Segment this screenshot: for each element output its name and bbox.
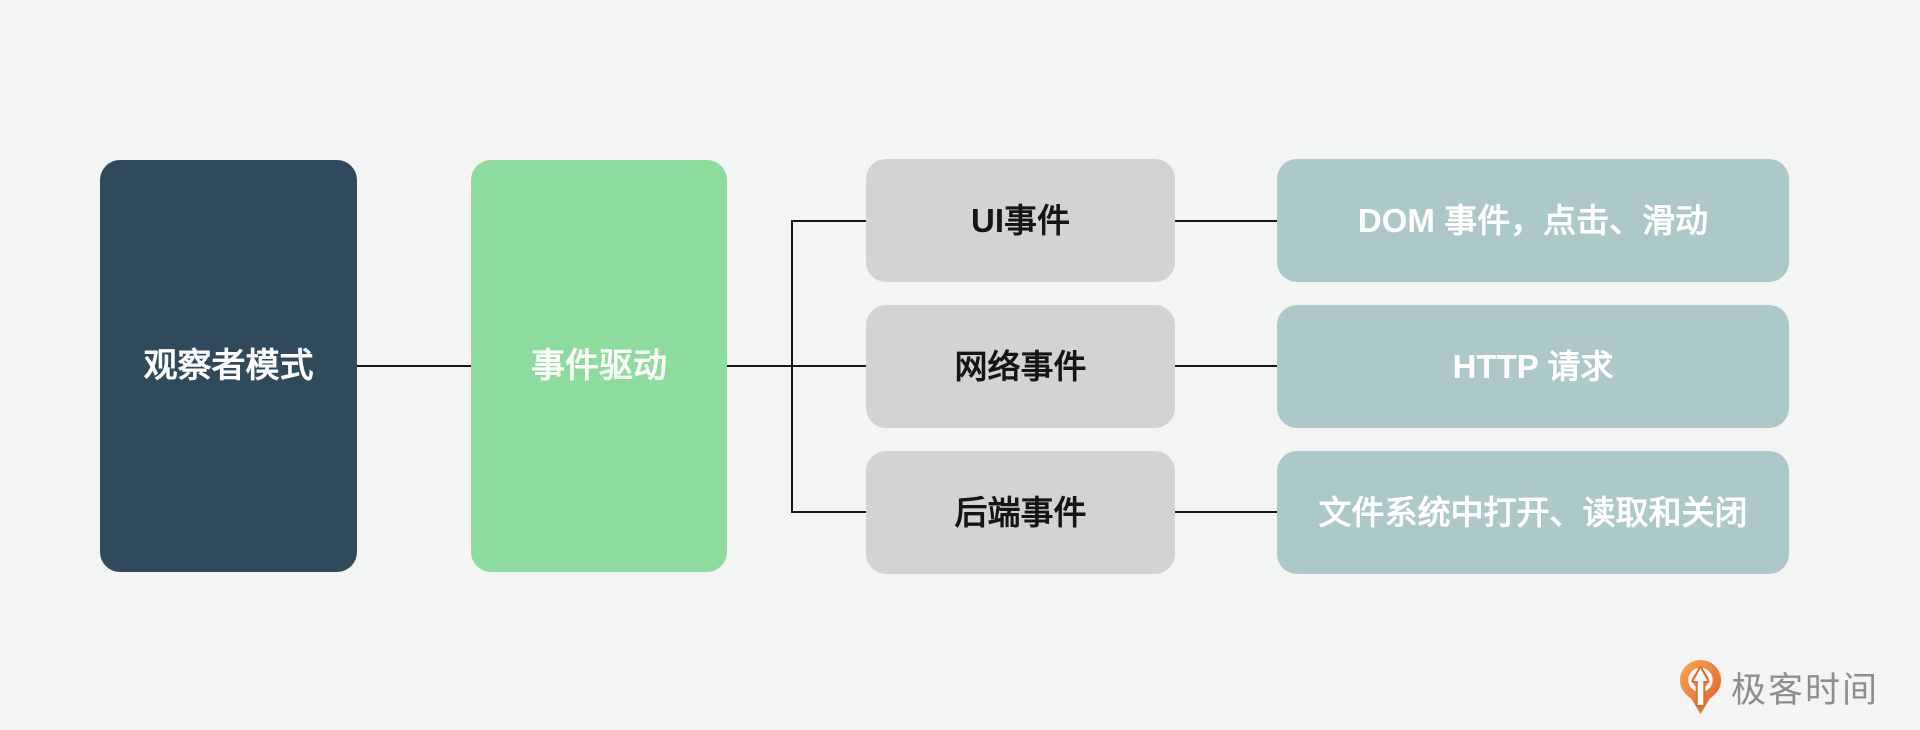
connector-branch-vertical	[791, 220, 793, 513]
node-http-request-detail[interactable]: HTTP 请求	[1277, 305, 1789, 428]
node-dom-events-detail[interactable]: DOM 事件，点击、滑动	[1277, 159, 1789, 282]
geektime-logo-text: 极客时间	[1731, 671, 1880, 710]
node-http-request-detail-label: HTTP 请求	[1452, 347, 1614, 385]
node-event-driven[interactable]: 事件驱动	[471, 160, 727, 572]
connector-hub-branch-middle	[727, 365, 866, 367]
node-event-driven-label: 事件驱动	[531, 346, 667, 385]
connector-category2-detail2	[1175, 365, 1277, 367]
node-ui-events[interactable]: UI事件	[866, 159, 1175, 282]
connector-category3-detail3	[1175, 511, 1277, 513]
node-file-system-detail-label: 文件系统中打开、读取和关闭	[1318, 493, 1748, 531]
node-backend-events-label: 后端事件	[954, 493, 1087, 531]
node-network-events[interactable]: 网络事件	[866, 305, 1175, 428]
node-ui-events-label: UI事件	[971, 201, 1070, 239]
node-network-events-label: 网络事件	[954, 347, 1087, 385]
node-observer-pattern[interactable]: 观察者模式	[100, 160, 357, 572]
geektime-logo: 极客时间	[1680, 660, 1879, 715]
connector-branch-bottom	[791, 511, 866, 513]
connector-category1-detail1	[1175, 220, 1277, 222]
node-observer-pattern-label: 观察者模式	[143, 346, 314, 385]
node-file-system-detail[interactable]: 文件系统中打开、读取和关闭	[1277, 451, 1789, 574]
node-dom-events-detail-label: DOM 事件，点击、滑动	[1357, 201, 1709, 239]
node-backend-events[interactable]: 后端事件	[866, 451, 1175, 574]
geektime-pin-icon	[1680, 660, 1721, 715]
connector-branch-top	[791, 220, 866, 222]
connector-root-hub	[357, 365, 471, 367]
